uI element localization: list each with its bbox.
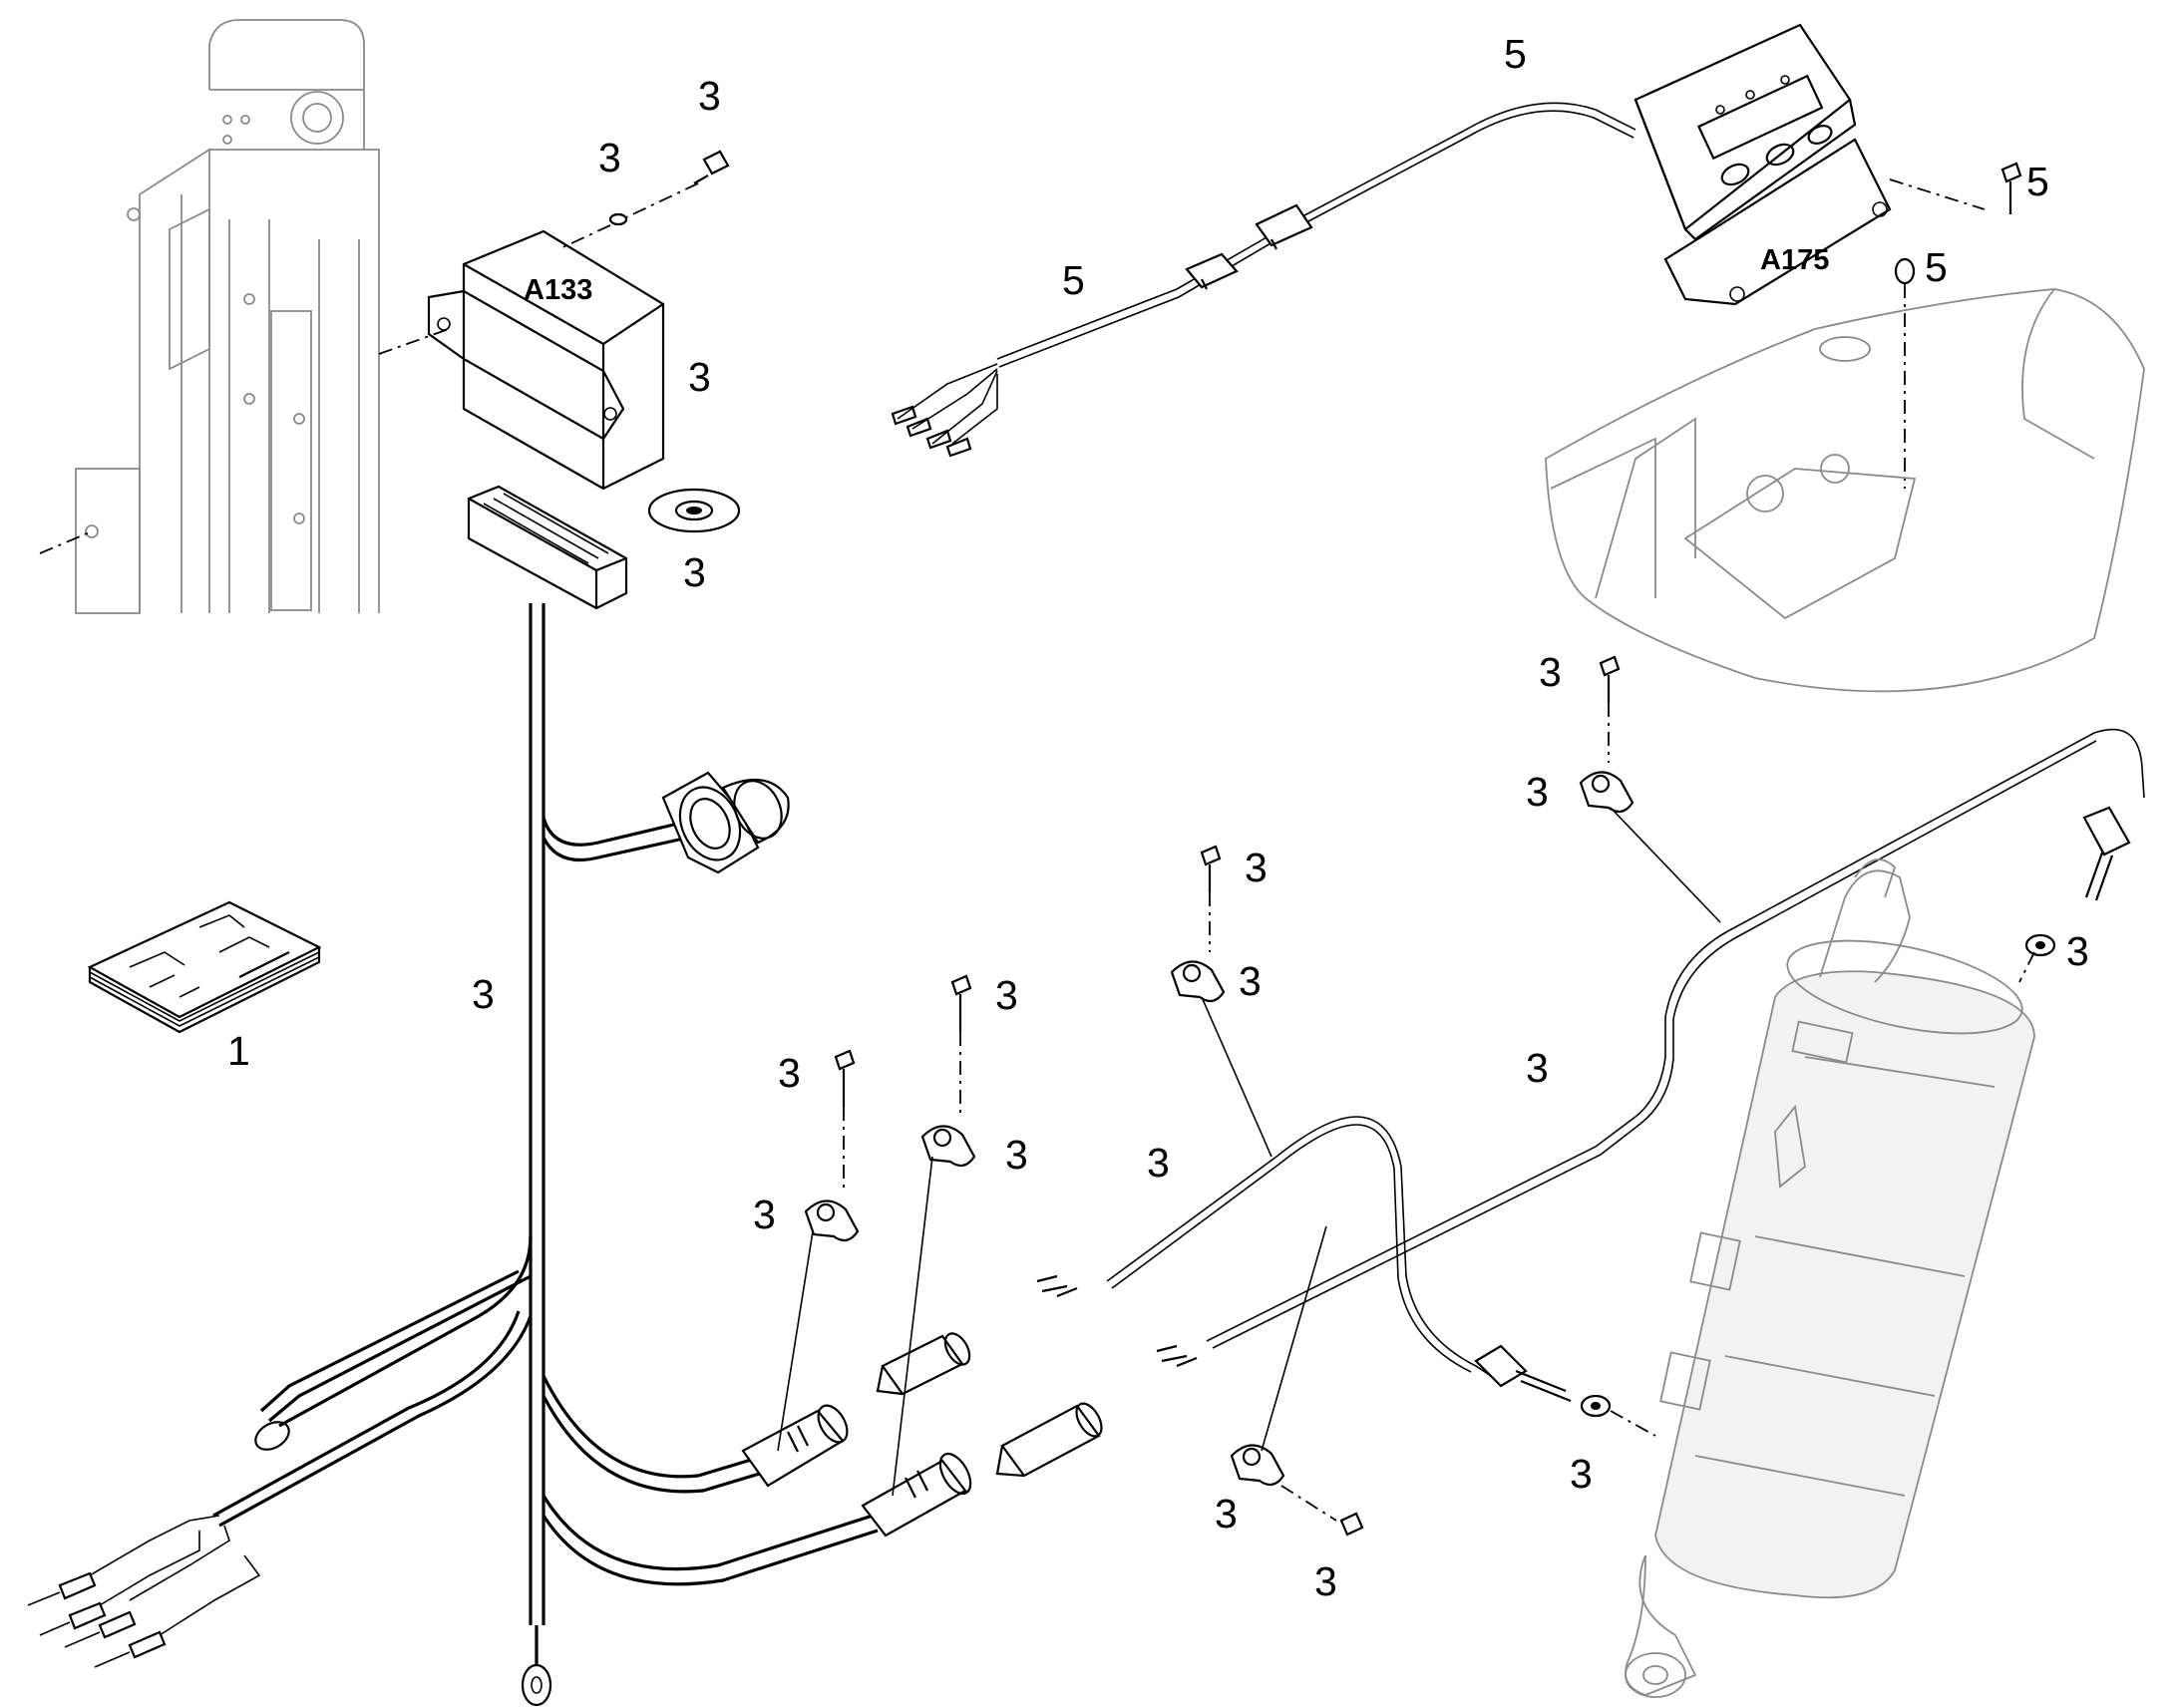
callout-c16: 3: [778, 1050, 801, 1096]
washer-disc: [647, 488, 741, 533]
four-pin-terminals-left: [27, 1515, 261, 1668]
callout-c17: 3: [1005, 1132, 1028, 1178]
callout-c1: 3: [698, 73, 721, 119]
callout-c12: 3: [1239, 958, 1262, 1004]
clamp-center: [1170, 845, 1272, 1158]
control-unit-a133: A133: [427, 229, 665, 491]
clamp-lower-mid: [892, 974, 976, 1497]
main-harness: [212, 603, 879, 1707]
callout-c14: 1: [227, 1028, 250, 1074]
callout-c20: 3: [1526, 1045, 1549, 1091]
clamp-lower-center: [1230, 1225, 1364, 1537]
callout-c23: 3: [1215, 1491, 1238, 1537]
label-a133: A133: [524, 274, 592, 306]
clamp-right: [1579, 655, 1721, 923]
sensor-plug-1-mate: [876, 1332, 971, 1396]
callout-c13: 3: [472, 971, 495, 1017]
machine-body: [1545, 288, 2145, 693]
exhaust-muffler: [1625, 858, 2035, 1698]
temp-sensor-lower: [1474, 1344, 1656, 1437]
callout-c10: 3: [1526, 769, 1549, 815]
callout-labels: 3 3 3 3 5 5 5 5 3 3 3 3 3 1 3 3 3 3 3 3 …: [227, 31, 2089, 1604]
callout-c7: 5: [2026, 159, 2049, 204]
callout-c24: 3: [1314, 1558, 1337, 1604]
callout-c19: 3: [1147, 1140, 1170, 1186]
clamp-lower-left: [777, 1049, 860, 1452]
sensor-plug-2-mate: [995, 1402, 1103, 1478]
mast-structure: [39, 19, 450, 614]
callout-c3: 3: [688, 354, 711, 400]
a175-cable: [891, 102, 1636, 458]
temp-sensor-upper: [2018, 806, 2131, 983]
callout-c4: 3: [683, 549, 706, 595]
sensor-plug-1: [741, 1404, 849, 1488]
sensor-plug-2: [861, 1452, 972, 1537]
callout-c6: 5: [1062, 257, 1085, 303]
callout-c15: 3: [995, 972, 1018, 1018]
label-a175: A175: [1760, 244, 1829, 276]
sensor-cable-b: [1156, 728, 2145, 1368]
callout-c11: 3: [1245, 845, 1268, 890]
callout-c21: 3: [2066, 928, 2089, 974]
display-unit-a175: A175: [1634, 23, 2022, 489]
callout-c8: 5: [1925, 244, 1948, 290]
a133-fastener: [557, 150, 730, 250]
manual-booklet: [87, 900, 322, 1034]
ecu-connector: [467, 485, 628, 610]
round-connector: [661, 771, 790, 874]
callout-c2: 3: [598, 135, 621, 180]
callout-c9: 3: [1539, 649, 1562, 695]
sensor-cable-a: [1036, 1116, 1492, 1377]
callout-c18: 3: [753, 1192, 776, 1237]
callout-c5: 5: [1504, 31, 1527, 77]
callout-c22: 3: [1570, 1451, 1593, 1497]
